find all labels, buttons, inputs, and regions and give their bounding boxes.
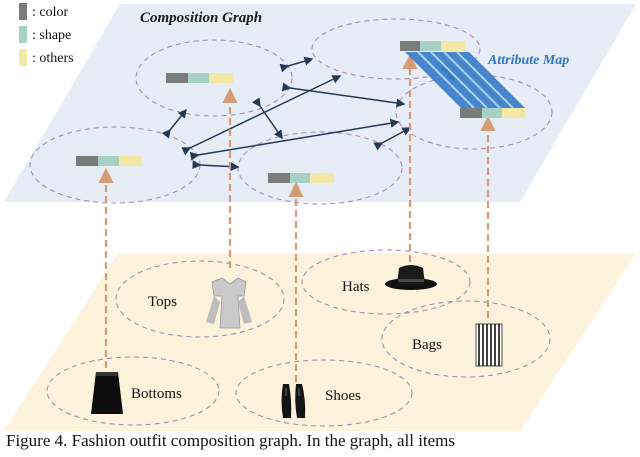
hats-ellipse: [301, 249, 471, 315]
bags-ellipse: [381, 300, 551, 378]
edge-bottoms-bags: [189, 118, 400, 161]
legend-swatch-color: [19, 3, 27, 20]
bottoms-ellipse: [46, 356, 220, 426]
shoes-ellipse: [235, 359, 413, 427]
legend-swatch-shape: [19, 26, 27, 43]
legend-label-shape: : shape: [32, 28, 71, 43]
shoes-label: Shoes: [325, 388, 361, 404]
items-plane: [4, 253, 636, 431]
feature-vector-bags: [460, 108, 525, 118]
legend-label-color: : color: [32, 5, 68, 20]
edge-tops-hats: [279, 56, 314, 73]
attribute-map-label: Attribute Map: [487, 53, 569, 68]
composition-graph-plane: [4, 4, 636, 202]
bags-label: Bags: [412, 337, 442, 353]
edge-bottoms-shoes: [192, 160, 240, 172]
item-to-node-arrows: [98, 53, 496, 382]
feature-vector-shoes: [268, 173, 334, 183]
legend: : color : shape : others: [19, 3, 74, 66]
bottoms-label: Bottoms: [131, 386, 182, 402]
graph-edges: [161, 56, 455, 172]
figure-caption: Figure 4. Fashion outfit composition gra…: [6, 431, 456, 450]
graph-node-hats: [311, 18, 481, 80]
feature-vector-hats: [400, 41, 466, 51]
tops-ellipse: [115, 260, 285, 338]
feature-vector-tops: [166, 73, 234, 83]
hat-icon: [385, 265, 437, 290]
tops-icon: [206, 277, 252, 329]
legend-label-others: : others: [32, 51, 74, 66]
hats-label: Hats: [342, 279, 370, 295]
shoes-icon: [281, 384, 306, 418]
legend-swatch-others: [19, 49, 27, 66]
tops-label: Tops: [148, 294, 177, 310]
attribute-map: [405, 51, 525, 109]
edge-shoes-bags: [373, 127, 412, 151]
graph-title: Composition Graph: [140, 10, 262, 26]
bottoms-icon: [91, 372, 123, 414]
feature-vector-bottoms: [76, 156, 142, 166]
bag-icon: [475, 323, 503, 367]
